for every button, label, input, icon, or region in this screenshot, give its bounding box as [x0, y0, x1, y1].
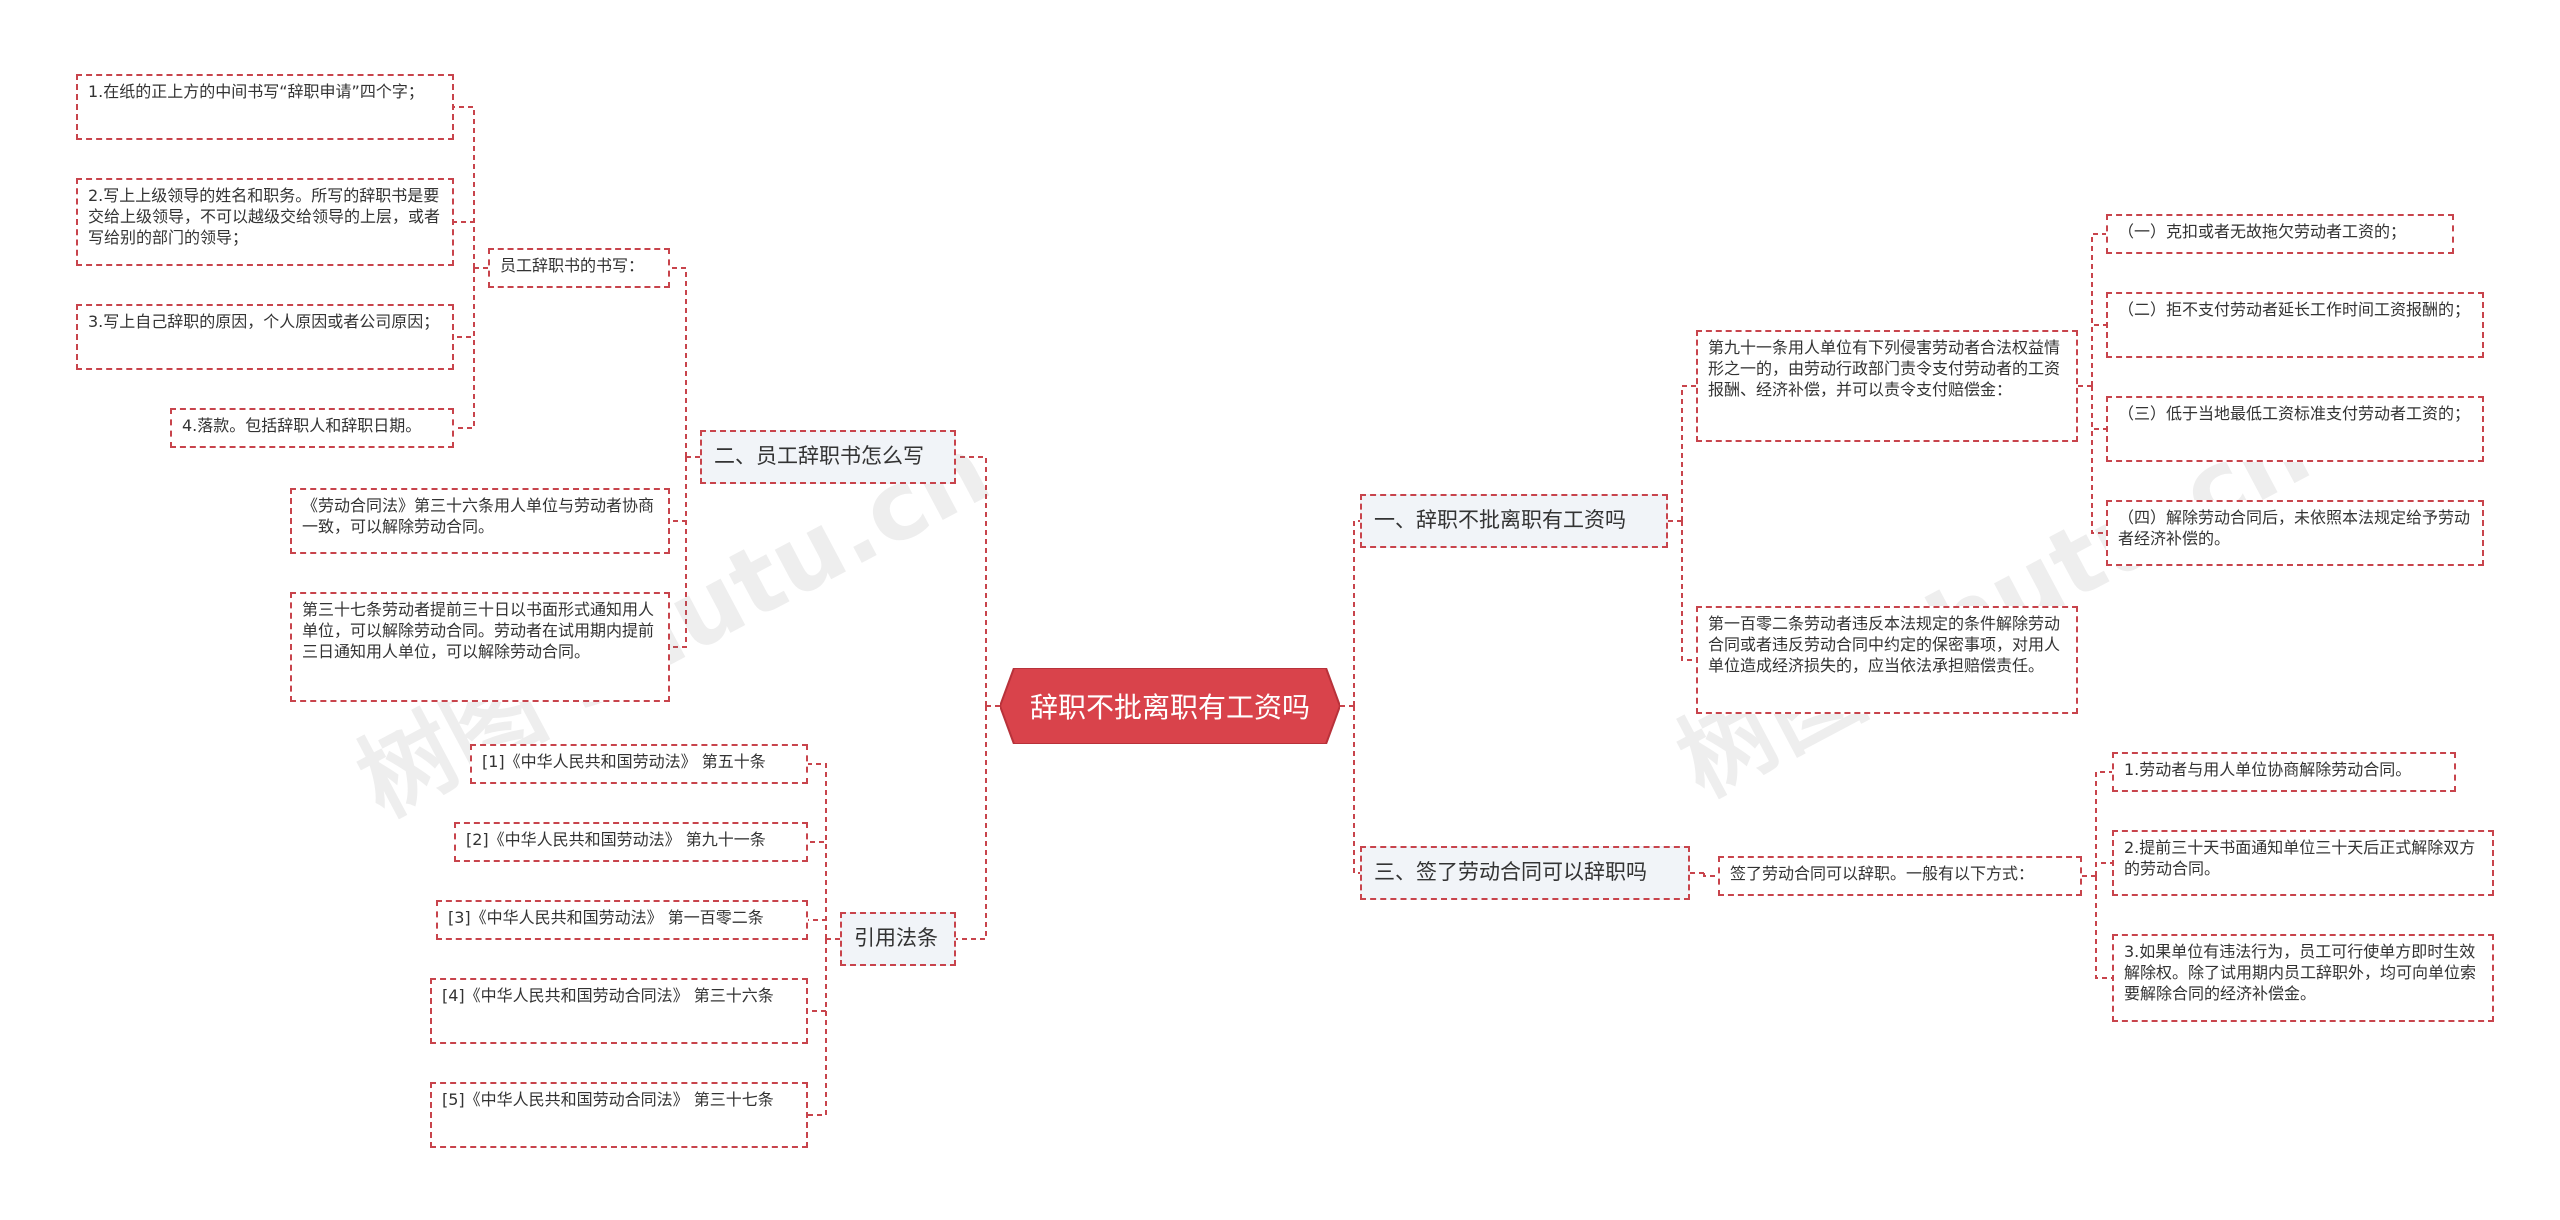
connector-line-23 — [670, 457, 687, 648]
connector-line-32 — [808, 919, 827, 939]
connector-line-27 — [454, 268, 475, 338]
connector-line-21 — [670, 267, 687, 457]
connector-line-19 — [2095, 876, 2112, 979]
connector-line-15 — [1703, 873, 1718, 877]
connector-line-34 — [808, 939, 827, 1116]
branch-1-item-4[interactable]: （四）解除劳动合同后，未依照本法规定给予劳动者经济补偿的。 — [2106, 500, 2484, 566]
branch-3-method-3[interactable]: 3.如果单位有违法行为，员工可行使单方即时生效解除权。除了试用期内员工辞职外，均… — [2112, 934, 2494, 1022]
branch-1-article-102[interactable]: 第一百零二条劳动者违反本法规定的条件解除劳动合同或者违反劳动合同中约定的保密事项… — [1696, 606, 2078, 714]
connector-line-12 — [2091, 386, 2106, 430]
connector-line-11 — [2091, 324, 2106, 386]
connector-line-18 — [2095, 862, 2112, 876]
branch-2-step-3[interactable]: 3.写上自己辞职的原因，个人原因或者公司原因； — [76, 304, 454, 370]
citation-4[interactable]: [4]《中华人民共和国劳动合同法》 第三十六条 — [430, 978, 808, 1044]
connector-line-28 — [454, 268, 475, 429]
branch-2-resignation-letter[interactable]: 员工辞职书的书写： — [488, 248, 670, 288]
citation-3[interactable]: [3]《中华人民共和国劳动法》 第一百零二条 — [436, 900, 808, 940]
connector-line-31 — [808, 841, 827, 939]
connector-line-25 — [454, 106, 475, 268]
citation-2[interactable]: [2]《中华人民共和国劳动法》 第九十一条 — [454, 822, 808, 862]
branch-3-title[interactable]: 三、签了劳动合同可以辞职吗 — [1360, 846, 1690, 900]
root-shape — [1000, 668, 1340, 744]
connector-line-26 — [454, 221, 475, 268]
connector-line-7 — [1681, 385, 1696, 521]
branch-2-article-36[interactable]: 《劳动合同法》第三十六条用人单位与劳动者协商一致，可以解除劳动合同。 — [290, 488, 670, 554]
connector-line-8 — [1681, 521, 1696, 661]
connector-line-2 — [1353, 706, 1360, 874]
citation-1[interactable]: [1]《中华人民共和国劳动法》 第五十条 — [470, 744, 808, 784]
connector-line-22 — [670, 457, 687, 522]
root-topic[interactable]: 辞职不批离职有工资吗 — [1000, 668, 1340, 744]
branch-4-title[interactable]: 引用法条 — [840, 912, 956, 966]
branch-2-step-4[interactable]: 4.落款。包括辞职人和辞职日期。 — [170, 408, 454, 448]
branch-3-methods-intro[interactable]: 签了劳动合同可以辞职。一般有以下方式： — [1718, 856, 2082, 896]
branch-2-title[interactable]: 二、员工辞职书怎么写 — [700, 430, 956, 484]
branch-1-item-2[interactable]: （二）拒不支付劳动者延长工作时间工资报酬的； — [2106, 292, 2484, 358]
branch-1-article-91[interactable]: 第九十一条用人单位有下列侵害劳动者合法权益情形之一的，由劳动行政部门责令支付劳动… — [1696, 330, 2078, 442]
branch-2-article-37[interactable]: 第三十七条劳动者提前三十日以书面形式通知用人单位，可以解除劳动合同。劳动者在试用… — [290, 592, 670, 702]
connector-line-10 — [2091, 233, 2106, 386]
connector-line-4 — [956, 456, 987, 706]
branch-2-step-1[interactable]: 1.在纸的正上方的中间书写“辞职申请”四个字； — [76, 74, 454, 140]
branch-1-item-3[interactable]: （三）低于当地最低工资标准支付劳动者工资的； — [2106, 396, 2484, 462]
root-label: 辞职不批离职有工资吗 — [1029, 691, 1310, 724]
branch-2-step-2[interactable]: 2.写上上级领导的姓名和职务。所写的辞职书是要交给上级领导，不可以越级交给领导的… — [76, 178, 454, 266]
branch-1-item-1[interactable]: （一）克扣或者无故拖欠劳动者工资的； — [2106, 214, 2454, 254]
connector-line-30 — [808, 763, 827, 939]
connector-line-33 — [808, 939, 827, 1012]
connector-line-1 — [1353, 520, 1360, 706]
branch-3-method-1[interactable]: 1.劳动者与用人单位协商解除劳动合同。 — [2112, 752, 2456, 792]
citation-5[interactable]: [5]《中华人民共和国劳动合同法》 第三十七条 — [430, 1082, 808, 1148]
connector-line-17 — [2095, 771, 2112, 876]
branch-1-title[interactable]: 一、辞职不批离职有工资吗 — [1360, 494, 1668, 548]
connector-line-13 — [2091, 386, 2106, 534]
connector-line-5 — [956, 706, 987, 940]
branch-3-method-2[interactable]: 2.提前三十天书面通知单位三十天后正式解除双方的劳动合同。 — [2112, 830, 2494, 896]
